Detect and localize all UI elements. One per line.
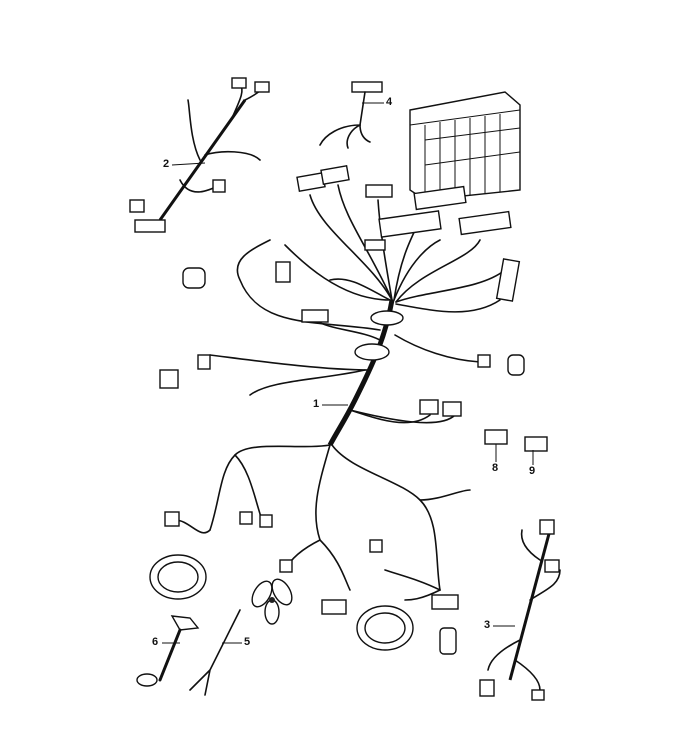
connectors: [159, 165, 548, 655]
harness-3: [479, 519, 561, 701]
leader-lines: [162, 102, 534, 644]
fuse-box: [409, 91, 521, 201]
fan: [251, 578, 293, 625]
callout-2: 2: [163, 158, 170, 170]
harness-2: [129, 77, 270, 233]
main-harness: [174, 184, 506, 601]
harness-4: [319, 81, 383, 149]
callout-4: 4: [386, 96, 393, 108]
callout-3: 3: [484, 619, 491, 631]
callout-8: 8: [492, 462, 499, 474]
callout-1: 1: [313, 398, 320, 410]
parts-5-6: [136, 609, 241, 696]
callout-5: 5: [244, 636, 251, 648]
callout-9: 9: [529, 465, 536, 477]
headlights: [149, 554, 414, 651]
callout-6: 6: [152, 636, 159, 648]
